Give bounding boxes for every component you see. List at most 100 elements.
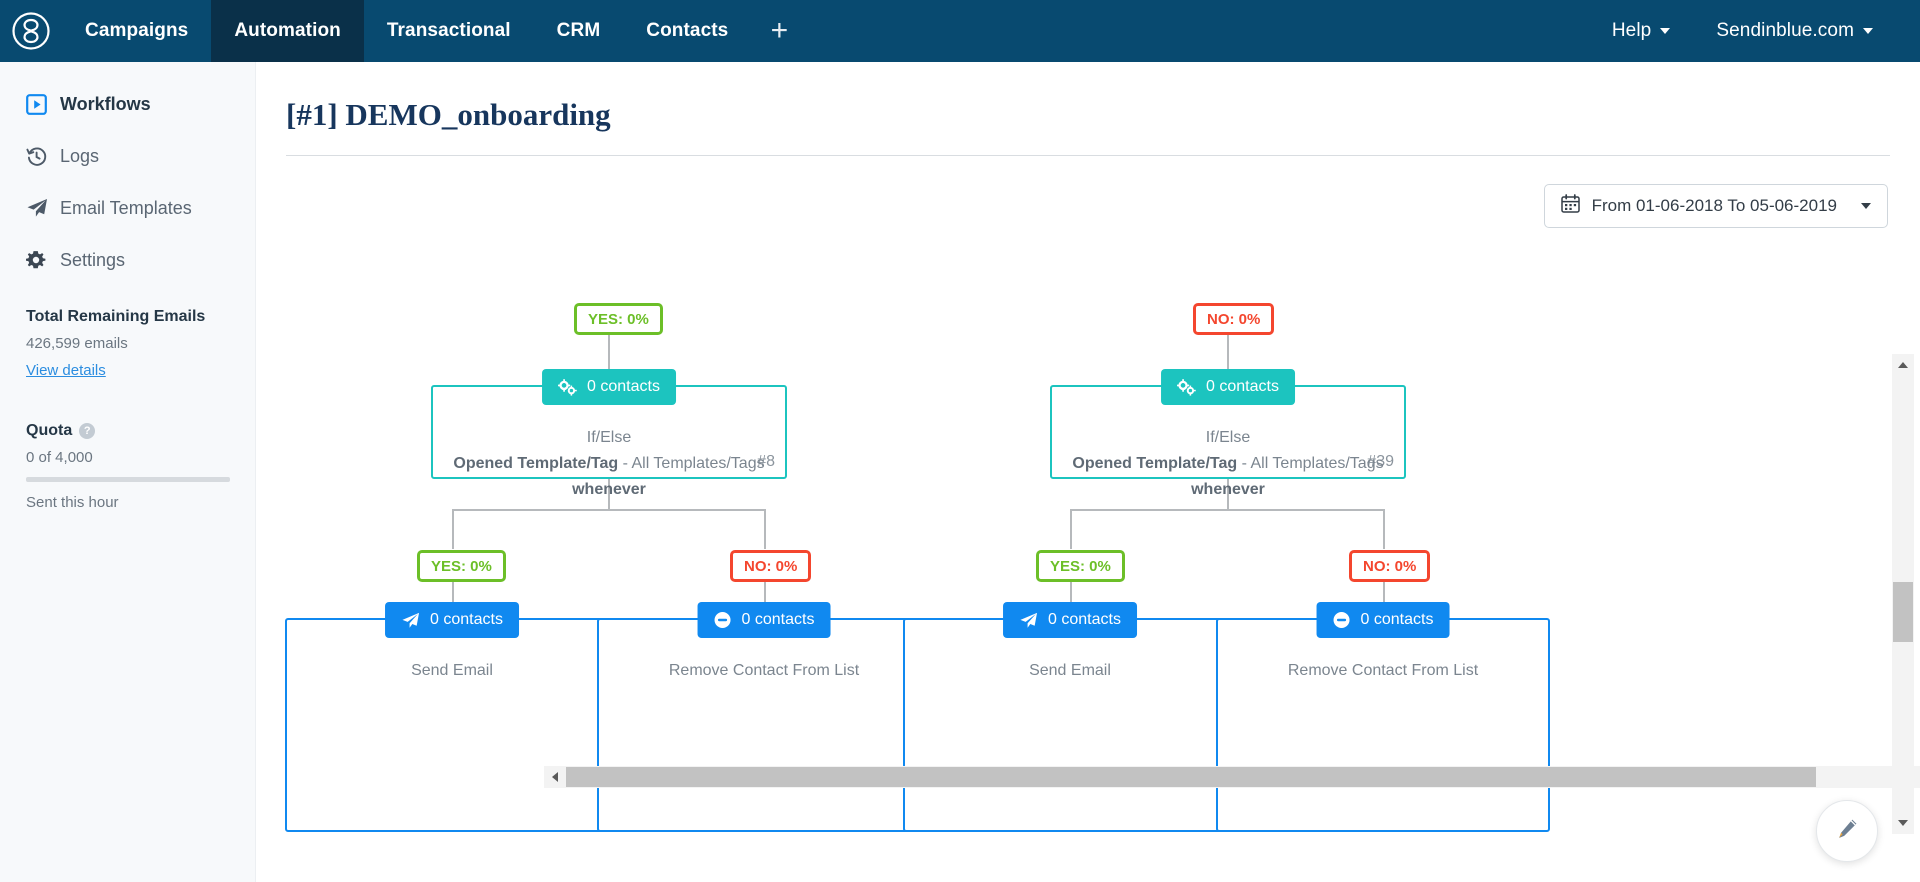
connector [1227, 335, 1229, 387]
quota-value: 0 of 4,000 [26, 449, 93, 466]
quota-block: Quota ? 0 of 4,000 Sent this hour [0, 422, 255, 511]
calendar-icon [1560, 194, 1580, 218]
workflow-node-send-email-2[interactable]: 0 contacts Send Email [903, 602, 1237, 832]
node-badge[interactable]: 0 contacts [542, 369, 676, 405]
node-desc-bold-1: Opened Template/Tag [1072, 455, 1238, 472]
question-mark-icon[interactable]: ? [79, 423, 96, 439]
account-menu-label: Sendinblue.com [1716, 20, 1854, 41]
pencil-icon [1835, 817, 1859, 846]
help-menu-label: Help [1611, 20, 1652, 41]
node-badge-label: 0 contacts [1206, 378, 1279, 395]
scroll-down-arrow-icon[interactable] [1892, 812, 1914, 834]
node-badge-label: 0 contacts [430, 611, 503, 628]
quota-title-label: Quota [26, 422, 73, 439]
remaining-emails-block: Total Remaining Emails 426,599 emails Vi… [0, 308, 255, 380]
paper-plane-icon [401, 612, 420, 629]
date-range-label: From 01-06-2018 To 05-06-2019 [1591, 196, 1837, 215]
connector [1383, 509, 1385, 549]
connector [1070, 582, 1072, 620]
sidebar-item-email-templates[interactable]: Email Templates [0, 182, 255, 234]
node-kind: Send Email [1029, 662, 1111, 679]
sidebar-item-workflows[interactable]: Workflows [0, 78, 255, 130]
node-badge[interactable]: 0 contacts [385, 602, 519, 638]
connector [452, 509, 766, 511]
date-filter-row: From 01-06-2018 To 05-06-2019 [256, 156, 1920, 228]
chevron-down-icon [1861, 203, 1871, 209]
connector [764, 509, 766, 549]
edit-workflow-fab[interactable] [1816, 800, 1878, 862]
node-body: If/Else Opened Template/Tag - All Templa… [431, 385, 787, 503]
horizontal-scrollbar-thumb[interactable] [566, 767, 1816, 787]
connector [764, 582, 766, 620]
workflow-node-remove-contact-2[interactable]: 0 contacts Remove Contact From List [1216, 602, 1550, 832]
quota-caption: Sent this hour [26, 494, 119, 511]
node-id: #39 [1367, 453, 1394, 470]
nav-item-crm[interactable]: CRM [556, 20, 601, 41]
branch-label-right-no[interactable]: NO: 0% [1349, 550, 1431, 582]
node-desc-mid: - All Templates/Tags [1237, 455, 1384, 472]
branch-label-left-no[interactable]: NO: 0% [730, 550, 812, 582]
canvas-vertical-scrollbar[interactable] [1892, 354, 1914, 834]
vertical-scrollbar-thumb[interactable] [1893, 582, 1913, 642]
nav-item-campaigns[interactable]: Campaigns [85, 20, 189, 41]
connector [1227, 479, 1229, 511]
play-box-icon [26, 93, 60, 115]
scroll-up-arrow-icon[interactable] [1892, 354, 1914, 376]
sidebar-item-logs[interactable]: Logs [0, 130, 255, 182]
node-body: Remove Contact From List [1216, 618, 1550, 684]
node-box [1216, 618, 1550, 832]
add-tab-button[interactable]: + [770, 14, 789, 47]
node-kind: Remove Contact From List [668, 662, 860, 679]
sidebar: Workflows Logs Email Templates Settings [0, 62, 256, 882]
title-divider [286, 155, 1890, 156]
workflow-canvas-viewport[interactable]: YES: 0% [256, 297, 1920, 832]
node-badge-label: 0 contacts [587, 378, 660, 395]
canvas-horizontal-scrollbar[interactable] [544, 766, 1920, 788]
node-badge[interactable]: 0 contacts [1316, 602, 1450, 638]
node-body: Send Email [903, 618, 1237, 684]
node-description: Opened Template/Tag - All Templates/Tags… [431, 451, 787, 503]
node-badge-label: 0 contacts [1048, 611, 1121, 628]
node-box [903, 618, 1237, 832]
top-navbar: Campaigns Automation Transactional CRM C… [0, 0, 1920, 62]
branch-label-right-yes[interactable]: YES: 0% [1036, 550, 1125, 582]
branch-label-top-left[interactable]: YES: 0% [574, 303, 663, 335]
node-body: Send Email [285, 618, 619, 684]
quota-progress-bar [26, 477, 230, 482]
node-badge[interactable]: 0 contacts [1161, 369, 1295, 405]
sidebar-item-settings[interactable]: Settings [0, 234, 255, 286]
workflow-node-remove-contact-1[interactable]: 0 contacts Remove Contact From List [597, 602, 931, 832]
sendinblue-logo-icon[interactable] [0, 0, 62, 62]
date-range-picker[interactable]: From 01-06-2018 To 05-06-2019 [1543, 184, 1888, 228]
nav-item-contacts[interactable]: Contacts [646, 20, 729, 41]
nav-right-group: Help Sendinblue.com [1589, 0, 1920, 62]
branch-label-left-yes[interactable]: YES: 0% [417, 550, 506, 582]
gears-icon [558, 378, 577, 396]
paper-plane-icon [1019, 612, 1038, 629]
workflow-node-ifelse-8[interactable]: 0 contacts If/Else Opened Template/Tag -… [431, 369, 787, 498]
view-details-link[interactable]: View details [26, 362, 106, 379]
connector [608, 335, 610, 387]
sidebar-item-label: Logs [60, 145, 100, 166]
nav-items: Campaigns Automation Transactional CRM C… [62, 0, 807, 62]
nav-item-transactional[interactable]: Transactional [386, 20, 511, 41]
node-badge[interactable]: 0 contacts [1003, 602, 1137, 638]
connector [452, 582, 454, 620]
help-menu[interactable]: Help [1589, 20, 1693, 42]
branch-label-top-right[interactable]: NO: 0% [1193, 303, 1275, 335]
node-desc-bold-2: whenever [1191, 481, 1265, 498]
minus-circle-icon [1333, 611, 1351, 629]
scroll-left-arrow-icon[interactable] [544, 766, 566, 788]
node-badge[interactable]: 0 contacts [697, 602, 831, 638]
workflow-node-send-email-1[interactable]: 0 contacts Send Email [285, 602, 619, 832]
main-content: [#1] DEMO_onboarding From 01-06-2018 To … [256, 62, 1920, 882]
chevron-down-icon [1863, 28, 1873, 34]
nav-item-automation[interactable]: Automation [211, 0, 364, 62]
page-title: [#1] DEMO_onboarding [286, 97, 611, 132]
workflow-node-ifelse-39[interactable]: 0 contacts If/Else Opened Template/Tag -… [1050, 369, 1406, 498]
connector [608, 479, 610, 511]
node-kind: Remove Contact From List [1287, 662, 1479, 679]
quota-title: Quota ? [26, 422, 229, 440]
account-menu[interactable]: Sendinblue.com [1693, 20, 1896, 42]
connector [1070, 509, 1384, 511]
